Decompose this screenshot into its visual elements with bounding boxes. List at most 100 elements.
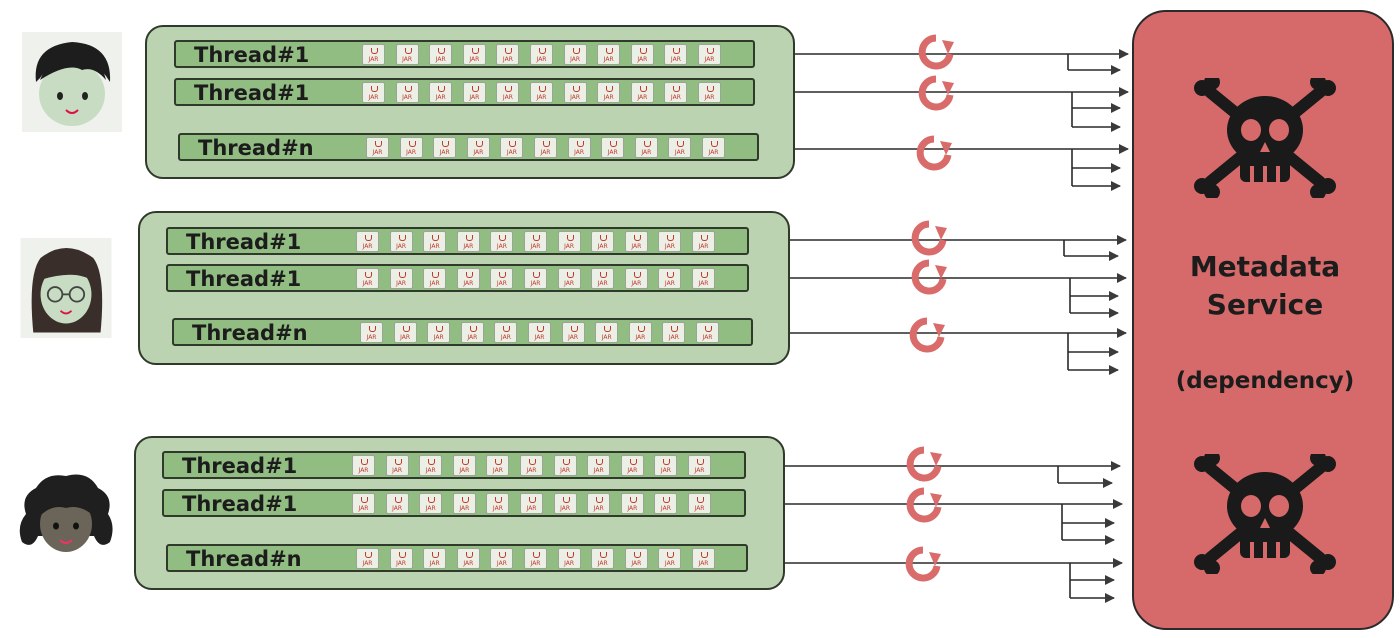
jar-file-icon: JAR xyxy=(520,455,543,476)
jar-text: JAR xyxy=(396,243,407,250)
thread-label: Thread#1 xyxy=(182,454,298,478)
skull-crossbones-icon xyxy=(1194,454,1336,574)
jar-text: JAR xyxy=(406,149,417,156)
jar-text: JAR xyxy=(597,280,608,287)
jar-text: JAR xyxy=(694,505,705,512)
java-cup-icon xyxy=(633,272,641,278)
jar-file-icon: JAR xyxy=(385,455,409,476)
jar-file-icon: JAR xyxy=(356,268,379,289)
java-cup-icon xyxy=(707,48,714,54)
jar-text: JAR xyxy=(502,56,513,63)
java-cup-icon xyxy=(499,552,507,558)
jar-file-icon: JAR xyxy=(587,455,611,476)
jar-text: JAR xyxy=(496,560,507,567)
jar-text: JAR xyxy=(540,149,551,156)
jar-file-icon: JAR xyxy=(419,455,443,476)
java-cup-icon xyxy=(667,272,675,278)
java-cup-icon xyxy=(537,326,544,332)
jar-file-icon: JAR xyxy=(530,44,553,65)
java-cup-icon xyxy=(697,459,704,465)
jar-text: JAR xyxy=(635,334,646,341)
java-cup-icon xyxy=(562,459,570,465)
jar-text: JAR xyxy=(469,56,480,63)
java-cup-icon xyxy=(533,552,540,558)
jar-file-icon: JAR xyxy=(563,44,587,65)
jar-file-icon: JAR xyxy=(456,231,480,252)
jar-file-icon: JAR xyxy=(587,493,611,514)
java-cup-icon xyxy=(404,86,412,92)
jar-file-icon: JAR xyxy=(624,548,648,569)
jar-file-icon: JAR xyxy=(395,44,419,65)
jar-file-icon: JAR xyxy=(658,268,682,289)
java-cup-icon xyxy=(398,235,406,241)
java-cup-icon xyxy=(667,552,675,558)
java-cup-icon xyxy=(394,497,402,503)
java-cup-icon xyxy=(505,48,513,54)
java-cup-icon xyxy=(566,552,574,558)
jar-file-icon: JAR xyxy=(553,455,577,476)
jar-file-icon: JAR xyxy=(620,493,644,514)
java-cup-icon xyxy=(432,272,440,278)
jar-file-icon: JAR xyxy=(389,548,413,569)
java-cup-icon xyxy=(503,326,511,332)
java-cup-icon xyxy=(610,141,618,147)
java-cup-icon xyxy=(509,141,517,147)
java-cup-icon xyxy=(469,326,477,332)
java-cup-icon xyxy=(572,48,580,54)
jar-file-icon: JAR xyxy=(462,44,486,65)
jar-text: JAR xyxy=(564,280,575,287)
jar-text: JAR xyxy=(570,56,581,63)
jar-file-icon: JAR xyxy=(352,455,375,476)
java-cup-icon xyxy=(361,497,368,503)
jar-text: JAR xyxy=(433,334,444,341)
jar-file-icon: JAR xyxy=(620,455,644,476)
java-cup-icon xyxy=(600,235,608,241)
girl-with-glasses-avatar-icon xyxy=(20,238,112,338)
jar-file-icon: JAR xyxy=(496,44,520,65)
jar-text: JAR xyxy=(593,505,604,512)
jar-text: JAR xyxy=(402,56,413,63)
jar-text: JAR xyxy=(674,149,685,156)
jar-file-icon: JAR xyxy=(601,137,625,158)
java-cup-icon xyxy=(677,141,685,147)
java-cup-icon xyxy=(465,272,473,278)
jar-file-icon: JAR xyxy=(423,268,447,289)
java-cup-icon xyxy=(499,235,507,241)
java-cup-icon xyxy=(600,272,608,278)
java-cup-icon xyxy=(596,497,604,503)
jar-text: JAR xyxy=(467,334,478,341)
jar-file-icon: JAR xyxy=(520,493,543,514)
jar-text: JAR xyxy=(631,243,642,250)
retry-icon xyxy=(914,133,954,173)
retry-icon xyxy=(909,257,949,297)
jar-text: JAR xyxy=(597,243,608,250)
jar-text: JAR xyxy=(496,280,507,287)
jar-file-icon: JAR xyxy=(595,322,619,343)
java-cup-icon xyxy=(572,86,580,92)
jar-file-icon: JAR xyxy=(452,493,476,514)
jar-text: JAR xyxy=(372,149,383,156)
jar-file-icon: JAR xyxy=(456,268,480,289)
jar-file-icon: JAR xyxy=(427,322,451,343)
jar-file-icon: JAR xyxy=(530,82,553,103)
retry-icon xyxy=(916,32,956,72)
java-cup-icon xyxy=(566,272,574,278)
jar-file-icon: JAR xyxy=(597,44,621,65)
jar-file-icon: JAR xyxy=(490,231,514,252)
jar-text: JAR xyxy=(506,149,517,156)
java-cup-icon xyxy=(604,326,612,332)
java-cup-icon xyxy=(408,141,416,147)
jar-file-icon: JAR xyxy=(591,231,615,252)
jar-file-icon: JAR xyxy=(486,455,510,476)
java-cup-icon xyxy=(707,86,714,92)
service-subtitle: (dependency) xyxy=(1175,368,1355,394)
jar-file-icon: JAR xyxy=(692,268,715,289)
jar-file-icon: JAR xyxy=(389,231,413,252)
jar-text: JAR xyxy=(463,280,474,287)
jar-text: JAR xyxy=(439,149,450,156)
jar-file-icon: JAR xyxy=(628,322,652,343)
jar-text: JAR xyxy=(526,505,537,512)
jar-text: JAR xyxy=(698,243,709,250)
